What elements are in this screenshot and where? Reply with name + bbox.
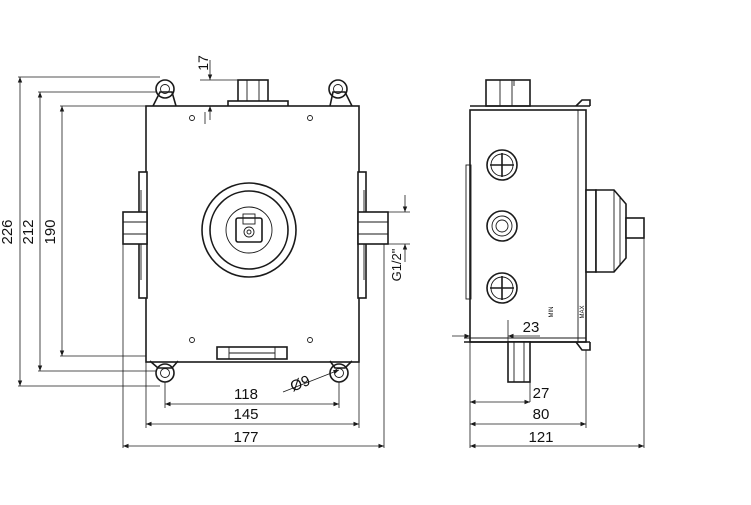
- left-outlet-pipe: [122, 211, 148, 245]
- dim-212: 212: [20, 219, 37, 244]
- dim-121: 121: [528, 429, 553, 446]
- connector-top-icon: [486, 149, 518, 181]
- side-view: MIN MAX: [464, 79, 645, 383]
- dim-27: 27: [533, 385, 550, 402]
- dim-80: 80: [533, 406, 550, 423]
- side-dimensions: [452, 238, 645, 449]
- connector-bottom-icon: [486, 272, 518, 304]
- max-label: MAX: [580, 305, 586, 318]
- mounting-ear-top-right: [328, 79, 353, 107]
- dim-118: 118: [234, 386, 258, 403]
- screw-icon: [189, 337, 195, 343]
- mounting-ear-bottom-right: [329, 360, 353, 383]
- dim-23: 23: [523, 319, 540, 336]
- side-top-stub: [485, 79, 531, 107]
- cartridge-knob-side: [585, 189, 645, 273]
- mounting-ear-top-left: [152, 79, 177, 107]
- screw-icon: [307, 337, 313, 343]
- min-label: MIN: [549, 307, 555, 318]
- central-cartridge: [201, 182, 297, 278]
- top-inlet-stub: [237, 79, 269, 103]
- dim-190: 190: [42, 219, 59, 244]
- mounting-ear-bottom-left: [149, 360, 179, 383]
- dim-17: 17: [195, 55, 211, 71]
- right-outlet-pipe: [357, 211, 389, 245]
- screw-icon: [307, 115, 313, 121]
- side-bottom-stub: [507, 341, 531, 383]
- front-dimensions: [17, 60, 410, 449]
- screw-icon: [189, 115, 195, 121]
- dim-145: 145: [233, 406, 258, 423]
- dim-177: 177: [233, 429, 258, 446]
- dim-226: 226: [0, 219, 16, 244]
- dim-diameter-9: Ø9: [288, 372, 313, 395]
- front-view: [122, 79, 389, 383]
- dim-thread: G1/2": [389, 248, 404, 281]
- connector-middle-icon: [486, 210, 518, 242]
